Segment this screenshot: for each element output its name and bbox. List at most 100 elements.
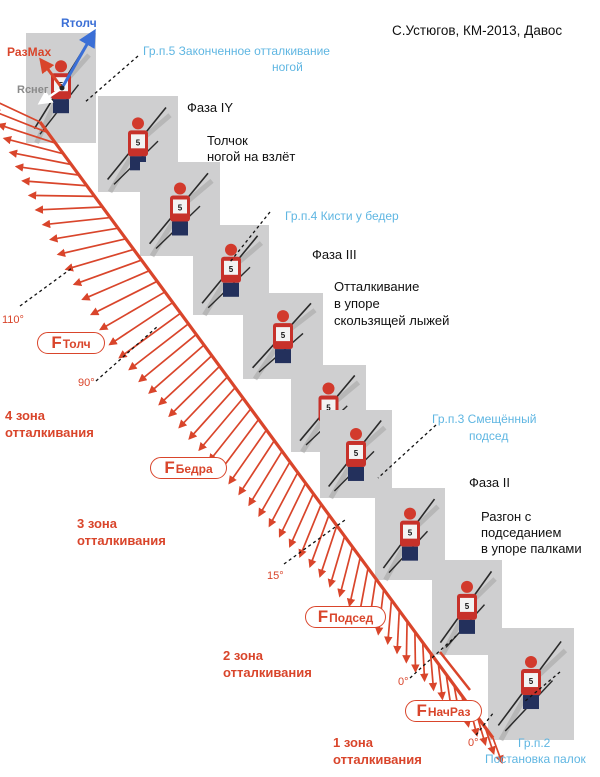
force-vector bbox=[118, 312, 182, 359]
force-vector bbox=[492, 737, 504, 765]
force-vector bbox=[278, 482, 307, 538]
leader-line bbox=[95, 325, 159, 382]
zone-4-label: отталкивания bbox=[5, 425, 94, 440]
group-2-title: Гр.п.2 bbox=[518, 736, 551, 750]
force-vector bbox=[238, 440, 276, 496]
force-vector-fan bbox=[0, 102, 504, 765]
phase-4-name: Фаза IY bbox=[187, 100, 234, 115]
bib-number: 5 bbox=[178, 203, 183, 212]
skier-frames: 5555555555 bbox=[26, 33, 574, 742]
force-vector bbox=[108, 301, 174, 346]
force-vector bbox=[0, 122, 56, 145]
force-vector bbox=[288, 493, 315, 548]
r-push-label: Rтолч bbox=[61, 16, 97, 30]
force-vector bbox=[419, 642, 429, 683]
leader-line bbox=[409, 635, 457, 679]
bib-number: 5 bbox=[229, 265, 234, 274]
force-vector bbox=[248, 450, 283, 507]
phase-3-name: Фаза III bbox=[312, 247, 357, 262]
skier-frame: 5 bbox=[193, 225, 269, 317]
skier-frame: 5 bbox=[488, 628, 574, 742]
force-vector bbox=[346, 557, 362, 608]
group-3-subtitle: подсед bbox=[469, 429, 509, 443]
force-vector bbox=[81, 269, 150, 301]
phase-3-desc-3: скользящей лыжей bbox=[334, 313, 450, 328]
phase-4-desc-2: ногой на взлёт bbox=[207, 149, 296, 164]
page-title: С.Устюгов, КМ-2013, Давос bbox=[392, 23, 563, 38]
angle-0-upper: 0° bbox=[398, 676, 409, 688]
bib-number: 5 bbox=[281, 331, 286, 340]
force-vector bbox=[168, 365, 221, 418]
force-vector bbox=[14, 163, 80, 176]
force-vector bbox=[89, 280, 158, 316]
bib-number: 5 bbox=[326, 404, 331, 413]
force-vector bbox=[268, 472, 299, 528]
zone-2-label: отталкивания bbox=[223, 665, 312, 680]
leader-line bbox=[475, 711, 495, 736]
force-vector bbox=[428, 652, 438, 692]
force-vector bbox=[476, 716, 488, 746]
bib-number: 5 bbox=[529, 677, 534, 686]
force-vector bbox=[318, 525, 338, 578]
phase-2-desc-2: подседанием bbox=[481, 525, 562, 540]
phase-2-desc-3: в упоре палками bbox=[481, 541, 582, 556]
start-force-arrow bbox=[439, 651, 471, 691]
force-vector bbox=[56, 237, 127, 257]
force-vector bbox=[148, 344, 205, 394]
skier-frame: 5 bbox=[243, 293, 323, 381]
group-5-title: Гр.п.5 Законченное отталкивание bbox=[143, 44, 330, 58]
force-vector bbox=[384, 599, 393, 646]
force-vector bbox=[21, 177, 87, 187]
force-vector bbox=[99, 291, 166, 331]
group-3-title: Гр.п.3 Смещённый bbox=[432, 412, 537, 426]
force-vector bbox=[2, 136, 64, 155]
skier-frame: 5 bbox=[98, 96, 178, 194]
leader-line bbox=[19, 267, 73, 307]
bib-number: 5 bbox=[354, 449, 359, 458]
force-vector bbox=[437, 663, 446, 701]
force-vector bbox=[298, 504, 322, 559]
r-snow-label: Rснег bbox=[17, 84, 49, 96]
force-vector bbox=[308, 514, 330, 569]
force-vector bbox=[178, 376, 229, 429]
bib-number: 5 bbox=[408, 529, 413, 538]
force-vector bbox=[64, 248, 134, 272]
angle-15: 15° bbox=[267, 570, 284, 582]
phase-2-name: Фаза II bbox=[469, 475, 510, 490]
force-vector bbox=[41, 216, 111, 229]
group-2-subtitle: Постановка палок bbox=[485, 752, 586, 766]
angle-90: 90° bbox=[78, 377, 95, 389]
zone-3-label: отталкивания bbox=[77, 533, 166, 548]
force-vector bbox=[27, 191, 95, 200]
force-vector bbox=[128, 323, 189, 371]
leader-line bbox=[283, 519, 346, 565]
leader-line bbox=[377, 424, 437, 479]
force-vector bbox=[258, 461, 291, 518]
force-vector bbox=[337, 546, 354, 598]
r-snow-arrow bbox=[37, 87, 63, 105]
phase-2-desc-1: Разгон с bbox=[481, 509, 532, 524]
zone-1-label: отталкивания bbox=[333, 752, 422, 767]
force-vector bbox=[393, 610, 402, 655]
force-vector bbox=[0, 109, 49, 134]
force-vector bbox=[411, 631, 420, 673]
r-max-arrow bbox=[39, 57, 64, 89]
force-vector bbox=[327, 535, 346, 588]
leader-line bbox=[229, 211, 271, 263]
leader-line bbox=[523, 671, 561, 703]
force-vector bbox=[188, 386, 236, 440]
force-vector bbox=[228, 429, 268, 485]
force-vector bbox=[138, 333, 197, 383]
leader-lines bbox=[19, 55, 561, 736]
angle-0-lower: 0° bbox=[468, 737, 479, 749]
force-vector bbox=[198, 397, 244, 452]
base-force-line bbox=[38, 121, 495, 739]
force-vector bbox=[158, 355, 213, 406]
r-push-arrow bbox=[60, 28, 96, 89]
bib-number: 5 bbox=[136, 138, 141, 147]
